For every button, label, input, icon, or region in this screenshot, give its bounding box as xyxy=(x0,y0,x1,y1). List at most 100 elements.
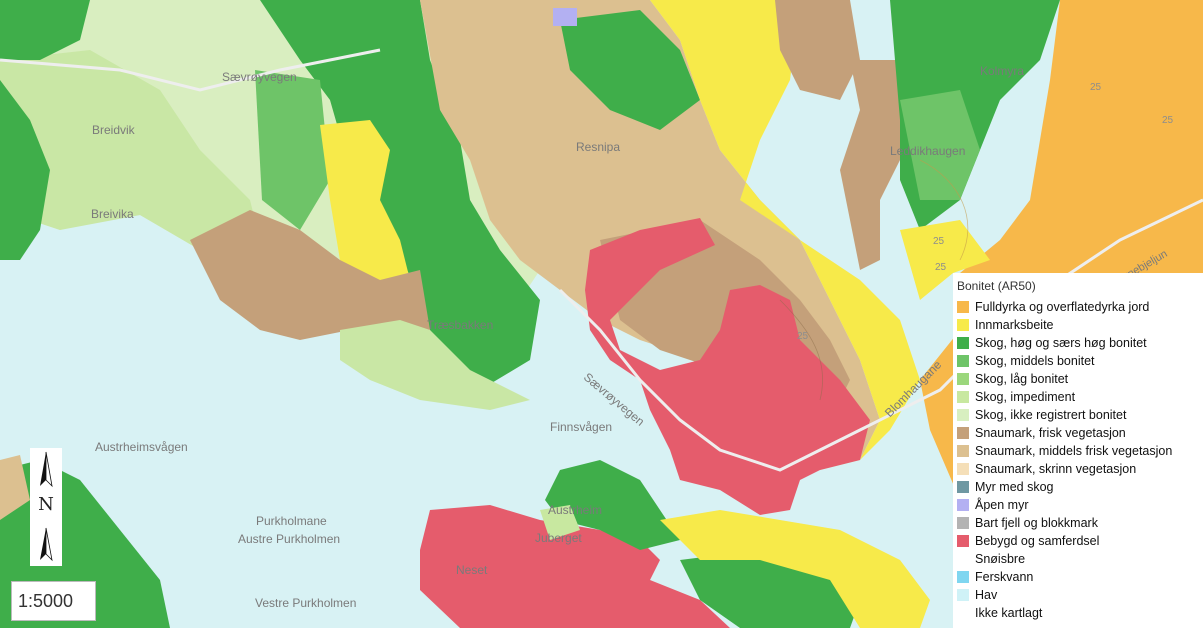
legend-label: Bebygd og samferdsel xyxy=(975,534,1100,548)
legend-item: Innmarksbeite xyxy=(957,316,1199,334)
legend-label: Skog, låg bonitet xyxy=(975,372,1069,386)
legend-label: Ikke kartlagt xyxy=(975,606,1043,620)
legend-swatch xyxy=(957,463,969,475)
place-label-austrheim: Austrheim xyxy=(548,503,603,517)
legend-label: Snaumark, skrinn vegetasjon xyxy=(975,462,1137,476)
legend-swatch xyxy=(957,589,969,601)
contour-label: 25 xyxy=(1162,115,1174,126)
place-label-vestre-purkholmen: Vestre Purkholmen xyxy=(255,596,357,610)
north-arrow: N xyxy=(30,448,62,566)
legend-swatch xyxy=(957,517,969,529)
forest-medium-leddik xyxy=(900,90,980,200)
forest-high-central xyxy=(260,0,540,390)
legend-label: Snøisbre xyxy=(975,552,1026,566)
legend-item: Myr med skog xyxy=(957,478,1199,496)
built-up-neset xyxy=(420,505,730,628)
forest-high-austrheim xyxy=(545,460,680,550)
place-label-leddikhaugen: Leddikhaugen xyxy=(890,144,966,158)
legend-swatch xyxy=(957,553,969,565)
pasture-east xyxy=(900,220,990,300)
legend-swatch xyxy=(957,373,969,385)
place-label-neset: Neset xyxy=(456,563,488,577)
place-label-austre-purkholmen: Austre Purkholmen xyxy=(238,532,341,546)
legend-item: Skog, impediment xyxy=(957,388,1199,406)
place-label-juberget: Juberget xyxy=(535,531,582,545)
legend-swatch xyxy=(957,499,969,511)
contour-label: 25 xyxy=(933,236,945,247)
forest-high-west xyxy=(0,80,50,260)
forest-impediment-traesbakken xyxy=(340,320,530,410)
legend-item: Ferskvann xyxy=(957,568,1199,586)
bare-ground-fresh-north xyxy=(775,0,860,100)
legend-label: Ferskvann xyxy=(975,570,1034,584)
road-saevroyvegen-north xyxy=(0,48,381,92)
place-label-resnipa: Resnipa xyxy=(576,140,621,154)
place-label-traesbakken: Træsbakken xyxy=(427,318,494,332)
contour-line xyxy=(919,159,969,261)
legend-title: Bonitet (AR50) xyxy=(957,279,1036,293)
contour-label: 25 xyxy=(1090,82,1102,93)
contour-line xyxy=(779,299,823,401)
forest-medium-central xyxy=(255,70,330,230)
legend-swatch xyxy=(957,427,969,439)
legend-swatch xyxy=(957,301,969,313)
legend-label: Snaumark, frisk vegetasjon xyxy=(975,426,1126,440)
legend-swatch xyxy=(957,337,969,349)
legend-label: Hav xyxy=(975,588,998,602)
contour-label: 25 xyxy=(935,262,947,273)
legend-swatch xyxy=(957,445,969,457)
legend-label: Skog, impediment xyxy=(975,390,1076,404)
legend-label: Innmarksbeite xyxy=(975,318,1054,332)
legend-item: Skog, høg og særs høg bonitet xyxy=(957,334,1199,352)
legend-item: Bart fjell og blokkmark xyxy=(957,514,1199,532)
legend-swatch xyxy=(957,319,969,331)
legend-item: Snaumark, frisk vegetasjon xyxy=(957,424,1199,442)
pasture-south xyxy=(660,510,930,628)
legend-item: Fulldyrka og overflatedyrka jord xyxy=(957,298,1199,316)
legend-label: Skog, middels bonitet xyxy=(975,354,1095,368)
legend-item: Skog, låg bonitet xyxy=(957,370,1199,388)
legend-item: Bebygd og samferdsel xyxy=(957,532,1199,550)
pasture-west xyxy=(320,120,410,300)
legend-swatch xyxy=(957,391,969,403)
place-label-breidvik: Breidvik xyxy=(92,123,135,137)
built-up-saevroy xyxy=(585,218,870,515)
place-label-purkholmane: Purkholmane xyxy=(256,514,327,528)
legend-item: Skog, middels bonitet xyxy=(957,352,1199,370)
place-label-saevroyvegen-north: Sævrøyvegen xyxy=(222,70,297,84)
legend-label: Fulldyrka og overflatedyrka jord xyxy=(975,300,1150,314)
open-bog xyxy=(553,8,577,26)
place-label-breivika: Breivika xyxy=(91,207,134,221)
legend-label: Bart fjell og blokkmark xyxy=(975,516,1098,530)
forest-impediment-west xyxy=(0,50,260,250)
legend-label: Myr med skog xyxy=(975,480,1054,494)
contour-label: 25 xyxy=(797,331,809,342)
legend-label: Skog, høg og særs høg bonitet xyxy=(975,336,1147,350)
legend-swatch xyxy=(957,355,969,367)
legend-item: Snaumark, middels frisk vegetasjon xyxy=(957,442,1199,460)
legend-label: Skog, ikke registrert bonitet xyxy=(975,408,1127,422)
scale-label: 1:5000 xyxy=(11,581,96,621)
forest-high-corner xyxy=(0,0,90,60)
legend-item: Hav xyxy=(957,586,1199,604)
north-letter: N xyxy=(38,494,54,515)
legend-swatch xyxy=(957,481,969,493)
legend-swatch xyxy=(957,571,969,583)
place-label-austrheimsvagen: Austrheimsvågen xyxy=(95,440,188,454)
legend-item: Snaumark, skrinn vegetasjon xyxy=(957,460,1199,478)
legend-label: Snaumark, middels frisk vegetasjon xyxy=(975,444,1173,458)
legend-swatch xyxy=(957,607,969,619)
legend-panel: Bonitet (AR50) Fulldyrka og overflatedyr… xyxy=(953,273,1203,628)
legend-swatch xyxy=(957,409,969,421)
legend-swatch xyxy=(957,535,969,547)
forest-high-north xyxy=(560,10,700,130)
bare-ground-southwest xyxy=(0,455,30,520)
legend-item: Åpen myr xyxy=(957,496,1199,514)
north-arrow-icon xyxy=(40,451,53,562)
legend-label: Åpen myr xyxy=(975,498,1029,512)
bare-ground-fresh-west xyxy=(190,210,430,340)
legend-item: Skog, ikke registrert bonitet xyxy=(957,406,1199,424)
place-label-kolmyra: Kolmyra xyxy=(980,64,1025,78)
legend-item: Snøisbre xyxy=(957,550,1199,568)
